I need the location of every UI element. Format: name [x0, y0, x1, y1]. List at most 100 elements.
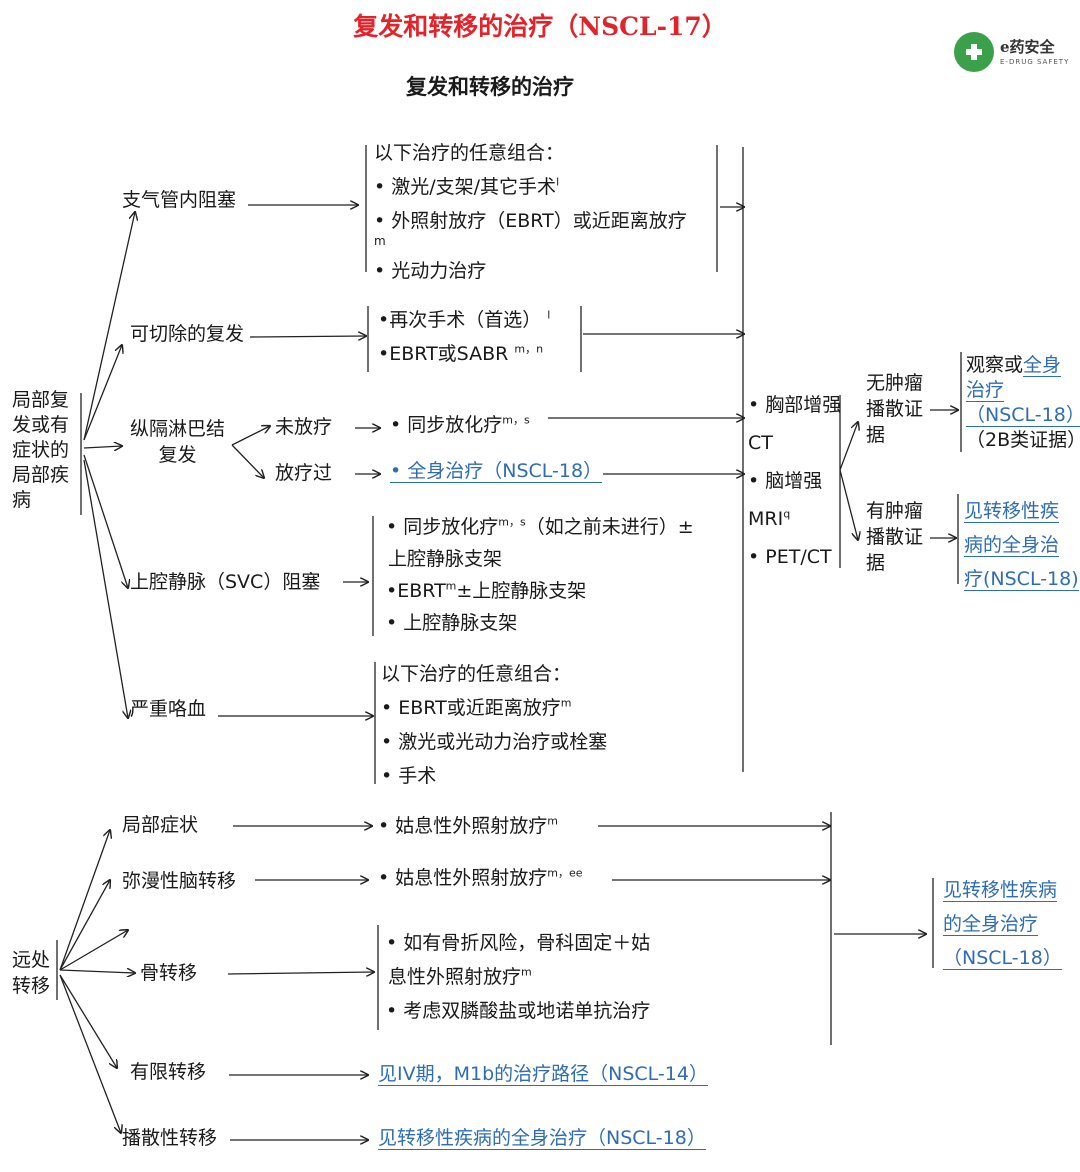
footnote-ref: m，n	[514, 342, 544, 356]
local-root-line: 发或有	[12, 414, 70, 436]
link-metastatic-systemic-therapy-3[interactable]: 见转移性疾病 的全身治疗 （NSCL-18）	[943, 873, 1062, 975]
result-line: （2B类证据）	[966, 428, 1080, 453]
logo-cross-v	[971, 44, 977, 60]
tx-palliative-ebrt: • 姑息性外照射放疗m	[378, 814, 558, 838]
link-stage-iv-m1b[interactable]: 见IV期，M1b的治疗路径（NSCL-14）	[378, 1062, 708, 1086]
tx-item: • EBRT或近距离放疗m	[381, 691, 607, 725]
link-metastatic-systemic-therapy[interactable]: 见转移性疾 病的全身治 疗(NSCL-18)	[964, 494, 1079, 596]
footnote-ref: m	[547, 814, 558, 828]
link-text[interactable]: 见转移性疾病的全身治疗（NSCL-18）	[378, 1127, 706, 1150]
tx-item-text: • 光动力治疗	[374, 260, 487, 282]
footnote-ref: m	[374, 234, 386, 248]
eval-item: • 胸部增强	[748, 394, 842, 416]
tx-item-text: • 上腔静脉支架	[386, 612, 518, 634]
tx-item: •EBRT或SABR m，n	[378, 337, 550, 371]
link-text[interactable]: （NSCL-18）	[943, 947, 1062, 970]
node-bone-mets: 骨转移	[140, 962, 198, 984]
link-line[interactable]: 疗(NSCL-18)	[964, 562, 1079, 596]
local-root-line: 局部疾	[12, 464, 70, 486]
link-line[interactable]: 见转移性疾病	[943, 873, 1062, 907]
node-resectable-recurrence: 可切除的复发	[130, 323, 245, 345]
link-systemic-therapy[interactable]: 全身	[1023, 354, 1062, 377]
footnote-ref: m	[560, 696, 572, 710]
eval-item: MRIq	[748, 500, 841, 538]
eval-item: • PET/CT	[748, 546, 832, 568]
link-text[interactable]: 见转移性疾	[964, 500, 1060, 523]
link-text[interactable]: • 全身治疗（NSCL-18）	[390, 460, 603, 483]
footnote-ref: m	[445, 579, 457, 593]
tx-item: • 同步放化疗m，s（如之前未进行）±	[386, 511, 694, 543]
diagram-title: 复发和转移的治疗	[406, 75, 574, 99]
tx-item-text: • 激光/支架/其它手术	[374, 176, 557, 198]
node-severe-hemoptysis: 严重咯血	[130, 698, 207, 720]
node-local-symptoms: 局部症状	[122, 814, 199, 836]
node-disseminated-mets: 播散性转移	[122, 1127, 218, 1149]
tx-item: •EBRTm±上腔静脉支架	[386, 575, 694, 607]
tx-item: • 激光/支架/其它手术l	[374, 170, 687, 204]
tx-item: • 光动力治疗	[374, 254, 687, 288]
link-line[interactable]: 的全身治疗	[943, 907, 1062, 941]
tx-item-text: • 外照射放疗（EBRT）或近距离放疗	[374, 210, 687, 232]
link-text[interactable]: 见IV期，M1b的治疗路径（NSCL-14）	[378, 1063, 708, 1086]
tx-item-text: • 姑息性外照射放疗	[378, 867, 548, 889]
tx-item-text: ±上腔静脉支架	[456, 580, 587, 602]
tx-item-text: • 同步放化疗	[390, 414, 503, 436]
tx-item-text: • 激光或光动力治疗或栓塞	[381, 731, 608, 753]
tx-item: • 上腔静脉支架	[386, 607, 694, 639]
result-text: （2B类证据）	[966, 429, 1080, 451]
footnote-ref: m，s	[498, 515, 526, 529]
node-no-prior-rt: 未放疗	[275, 416, 333, 438]
link-line[interactable]: 病的全身治	[964, 528, 1079, 562]
result-line: 治疗	[966, 378, 1080, 403]
node-line: 纵隔淋巴结	[130, 418, 226, 440]
node-line: 复发	[158, 444, 197, 466]
node-line: 播散证	[866, 398, 924, 420]
local-root-line: 病	[12, 489, 32, 511]
tx-box-hemoptysis: 以下治疗的任意组合： • EBRT或近距离放疗m • 激光或光动力治疗或栓塞 •…	[381, 657, 607, 793]
tx-item-sup: m	[374, 234, 687, 248]
link-line[interactable]: （NSCL-18）	[943, 941, 1062, 975]
node-line: 据	[866, 424, 886, 446]
link-systemic-therapy[interactable]: 治疗	[966, 379, 1005, 402]
link-text[interactable]: 的全身治疗	[943, 913, 1039, 936]
link-text[interactable]: 疗(NSCL-18)	[964, 568, 1079, 591]
tx-item-text: •EBRT	[386, 580, 446, 602]
eval-item: CT	[748, 432, 773, 454]
eval-box: • 胸部增强 CT • 脑增强 MRIq • PET/CT	[748, 386, 841, 576]
tx-item: • 外照射放疗（EBRT）或近距离放疗	[374, 204, 687, 238]
tx-item-text: • 姑息性外照射放疗	[378, 815, 548, 837]
node-dissemination: 有肿瘤 播散证 据	[866, 498, 923, 576]
link-text[interactable]: 见转移性疾病	[943, 879, 1058, 902]
tx-box-resectable: •再次手术（首选） l •EBRT或SABR m，n	[378, 303, 550, 371]
link-systemic-therapy[interactable]: （NSCL-18）	[966, 404, 1080, 427]
link-systemic-therapy[interactable]: • 全身治疗（NSCL-18）	[390, 459, 603, 483]
tx-box-svc: • 同步放化疗m，s（如之前未进行）± 上腔静脉支架 •EBRTm±上腔静脉支架…	[386, 511, 694, 639]
node-line: 据	[866, 552, 886, 574]
node-prior-rt: 放疗过	[275, 462, 333, 484]
tx-item: 上腔静脉支架	[386, 543, 694, 575]
node-endobronchial-obstruction: 支气管内阻塞	[122, 189, 237, 211]
tx-concurrent-chemort: • 同步放化疗m，s	[390, 413, 530, 437]
link-metastatic-systemic-therapy-2[interactable]: 见转移性疾病的全身治疗（NSCL-18）	[378, 1126, 706, 1150]
node-line: 播散证	[866, 526, 924, 548]
local-root: 局部复 发或有 症状的 局部疾 病	[12, 388, 69, 513]
footnote-ref: l	[556, 175, 560, 189]
node-line: 无肿瘤	[866, 372, 924, 394]
tx-item-text: （如之前未进行）±	[525, 516, 694, 538]
local-root-line: 局部复	[12, 389, 70, 411]
page-title: 复发和转移的治疗（NSCL-17）	[353, 12, 727, 41]
link-text[interactable]: 病的全身治	[964, 534, 1060, 557]
tx-item-text: • EBRT或近距离放疗	[381, 697, 561, 719]
tx-box-bone: • 如有骨折风险，骨科固定＋姑 息性外照射放疗m • 考虑双膦酸盐或地诺单抗治疗	[386, 926, 650, 1028]
link-line[interactable]: 见转移性疾	[964, 494, 1079, 528]
node-diffuse-brain-mets: 弥漫性脑转移	[122, 870, 237, 892]
logo-text: e药安全	[1000, 38, 1055, 56]
tx-item-text: • 手术	[381, 765, 437, 787]
distant-root-line: 远处	[12, 949, 51, 971]
tx-item-text: •再次手术（首选）	[378, 309, 542, 331]
node-mediastinal-recurrence: 纵隔淋巴结 复发	[130, 416, 225, 468]
tx-item-text: 息性外照射放疗	[388, 966, 522, 988]
tx-item: •再次手术（首选） l	[378, 303, 550, 337]
tx-head: 以下治疗的任意组合：	[381, 663, 572, 685]
